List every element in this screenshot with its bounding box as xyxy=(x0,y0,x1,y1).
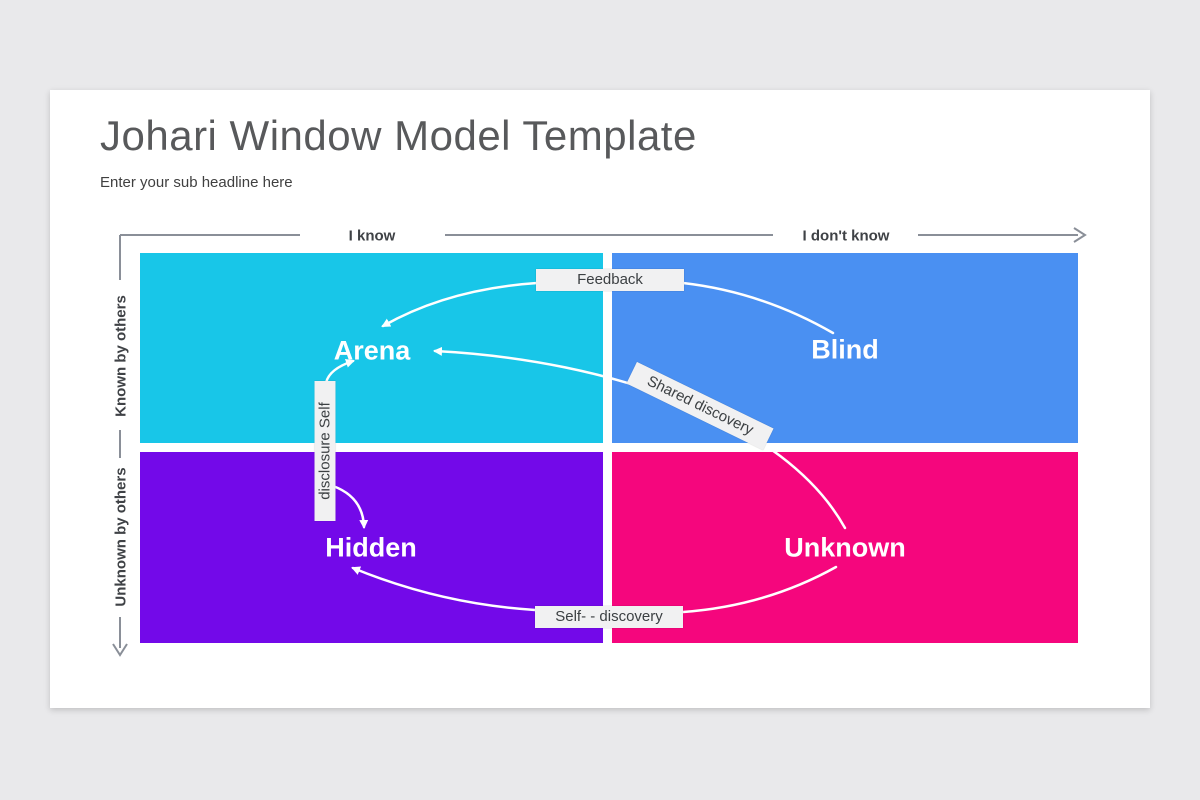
x-axis-label-right: I don't know xyxy=(802,227,890,245)
slide-card: Johari Window Model Template Enter your … xyxy=(50,90,1150,708)
hidden-label: Hidden xyxy=(325,532,417,563)
self-disclosure-tag: disclosure Self xyxy=(314,381,336,521)
blind-label: Blind xyxy=(811,334,879,365)
x-axis-label-left: I know xyxy=(348,227,396,245)
disclosure-to-arena-arrow xyxy=(324,358,355,385)
disclosure-to-hidden-arrow xyxy=(331,484,369,529)
unknown-label: Unknown xyxy=(784,532,906,563)
page-subtitle: Enter your sub headline here xyxy=(100,174,293,191)
feedback-to-arena-arrow xyxy=(381,281,539,328)
arena-label: Arena xyxy=(333,335,411,366)
feedback-tag: Feedback xyxy=(536,269,684,291)
y-axis-label-top: Known by others xyxy=(112,295,130,417)
discovery-to-unknown-curve xyxy=(681,565,838,614)
discovery-to-hidden-arrow xyxy=(351,566,537,612)
hidden-quadrant xyxy=(140,452,603,643)
y-axis-arrow-icon xyxy=(112,643,128,657)
self-discovery-tag: Self- - discovery xyxy=(535,606,683,628)
page-title: Johari Window Model Template xyxy=(100,112,697,159)
axes xyxy=(112,227,1087,657)
y-axis-label-bottom: Unknown by others xyxy=(112,467,130,607)
x-axis-arrow-icon xyxy=(1073,227,1087,243)
feedback-to-blind-curve xyxy=(681,281,835,335)
